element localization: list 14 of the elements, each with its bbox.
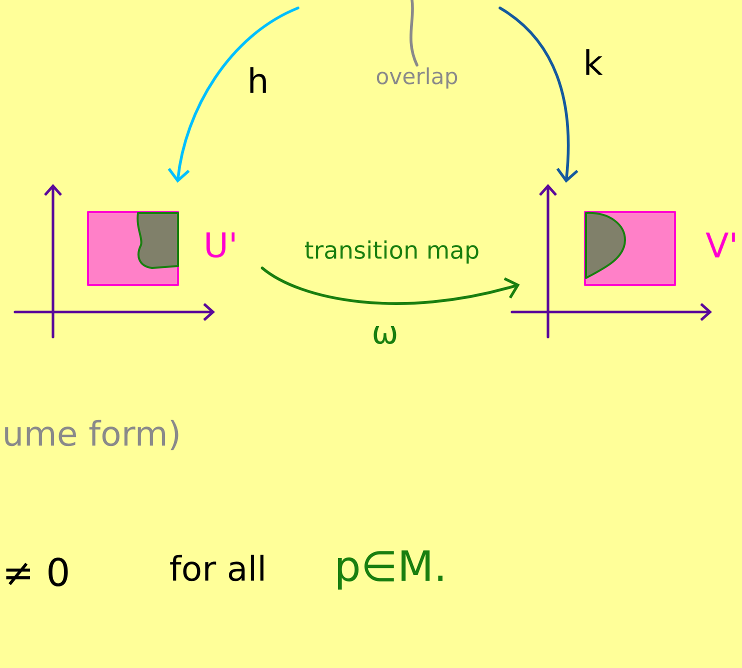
edge-label: h [250, 67, 266, 93]
caption-text: ume form) [5, 420, 178, 450]
arrow [168, 6, 300, 183]
chart-label: U' [206, 232, 235, 258]
edge-label: k [586, 49, 603, 75]
overlap-label: overlap [376, 67, 458, 89]
formula-text: p∈M. [338, 550, 443, 590]
arrow [498, 6, 578, 183]
edge-label: ω [374, 326, 396, 344]
transition-map-label: transition map [305, 240, 478, 264]
arrow [260, 266, 520, 305]
caption-text: for all [170, 554, 264, 582]
chart-label: V' [706, 232, 735, 258]
formula-text: ≠ 0 [6, 558, 68, 586]
